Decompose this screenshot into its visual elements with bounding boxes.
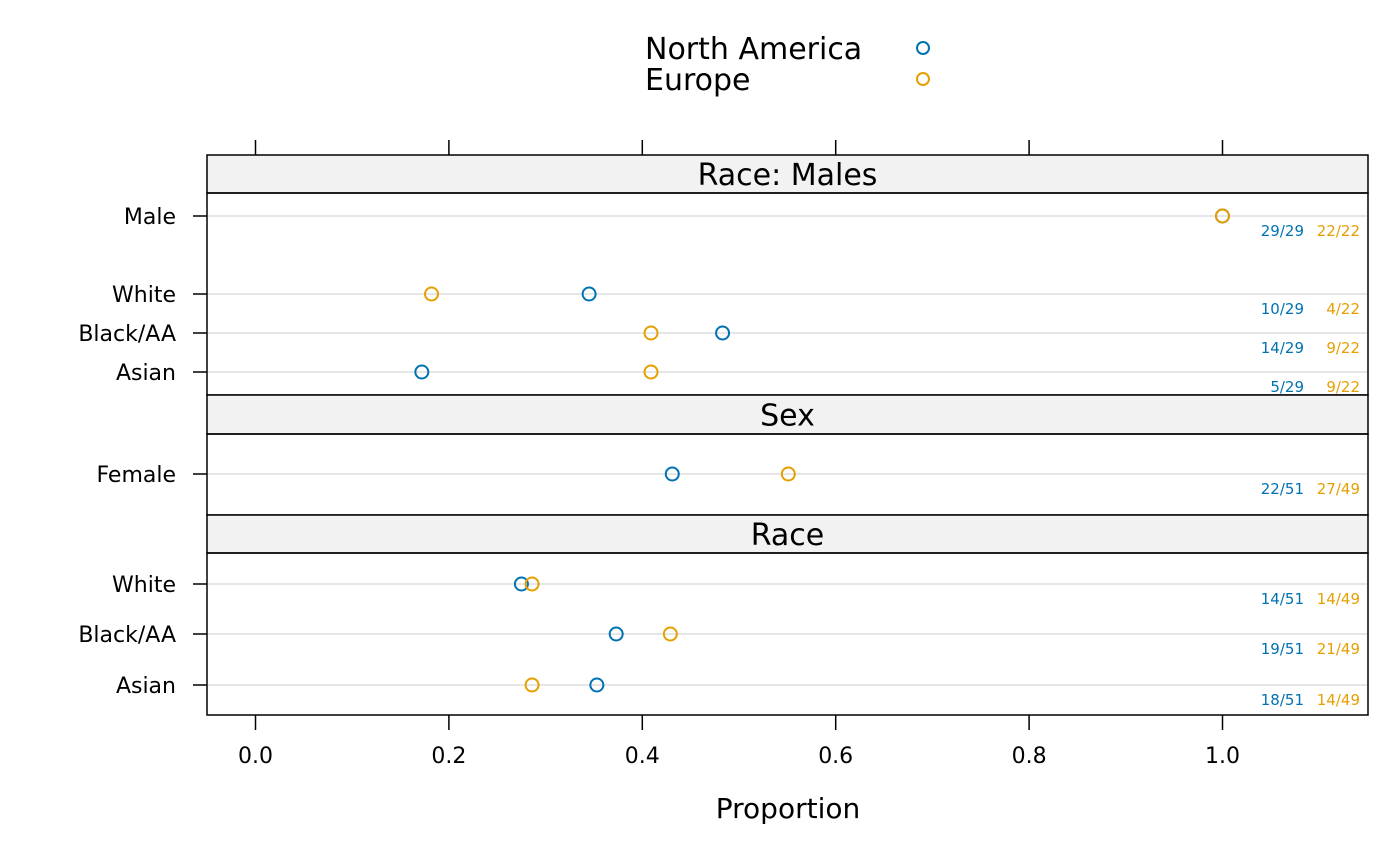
x-axis-label: Proportion [716, 792, 860, 825]
count-label: 9/22 [1326, 378, 1360, 396]
panel-strip [206, 154, 1369, 194]
legend-marker [916, 72, 930, 86]
count-label: 4/22 [1326, 300, 1360, 318]
panel-title: Sex [760, 399, 815, 434]
x-tick-label: 0.0 [238, 744, 273, 769]
count-label: 14/49 [1317, 691, 1360, 709]
count-label: 18/51 [1261, 691, 1304, 709]
data-point [581, 286, 597, 302]
count-label: 14/29 [1261, 339, 1304, 357]
panel-title: Race: Males [698, 158, 878, 193]
y-tick-label: Female [96, 463, 176, 488]
legend-label: North America [645, 32, 862, 67]
data-point [643, 364, 659, 380]
count-label: 5/29 [1270, 378, 1304, 396]
x-tick-label: 1.0 [1205, 744, 1240, 769]
legend-label: Europe [645, 63, 751, 98]
data-point [664, 466, 680, 482]
count-label: 21/49 [1317, 640, 1360, 658]
data-point [715, 325, 731, 341]
y-tick-label: Asian [116, 674, 176, 699]
axes: 0.0 0.2 0.4 0.6 0.8 1.0 [238, 140, 1240, 769]
data-point [524, 576, 540, 592]
count-label: 19/51 [1261, 640, 1304, 658]
x-tick-label: 0.6 [818, 744, 853, 769]
y-tick-label: White [112, 283, 176, 308]
count-label: 22/51 [1261, 480, 1304, 498]
data-point [662, 626, 678, 642]
data-point [643, 325, 659, 341]
data-point [780, 466, 796, 482]
count-label: 14/51 [1261, 590, 1304, 608]
y-tick-label: Black/AA [78, 322, 176, 347]
count-label: 29/29 [1261, 222, 1304, 240]
data-point [414, 364, 430, 380]
panel-strip [206, 394, 1369, 435]
legend-marker [916, 41, 930, 55]
data-point [513, 576, 529, 592]
count-label: 14/49 [1317, 590, 1360, 608]
data-point [589, 677, 605, 693]
y-tick-label: Asian [116, 361, 176, 386]
y-tick-label: Male [124, 205, 176, 230]
data-point [608, 626, 624, 642]
x-tick-label: 0.2 [431, 744, 466, 769]
y-tick-label: White [112, 573, 176, 598]
count-label: 22/22 [1317, 222, 1360, 240]
count-label: 9/22 [1326, 339, 1360, 357]
data-point [1215, 208, 1230, 224]
x-tick-label: 0.8 [1012, 744, 1047, 769]
panel-title: Race [751, 518, 825, 553]
data-point [423, 286, 439, 302]
data-point [524, 677, 540, 693]
y-tick-label: Black/AA [78, 623, 176, 648]
count-label: 10/29 [1261, 300, 1304, 318]
x-tick-label: 0.4 [625, 744, 660, 769]
count-label: 27/49 [1317, 480, 1360, 498]
